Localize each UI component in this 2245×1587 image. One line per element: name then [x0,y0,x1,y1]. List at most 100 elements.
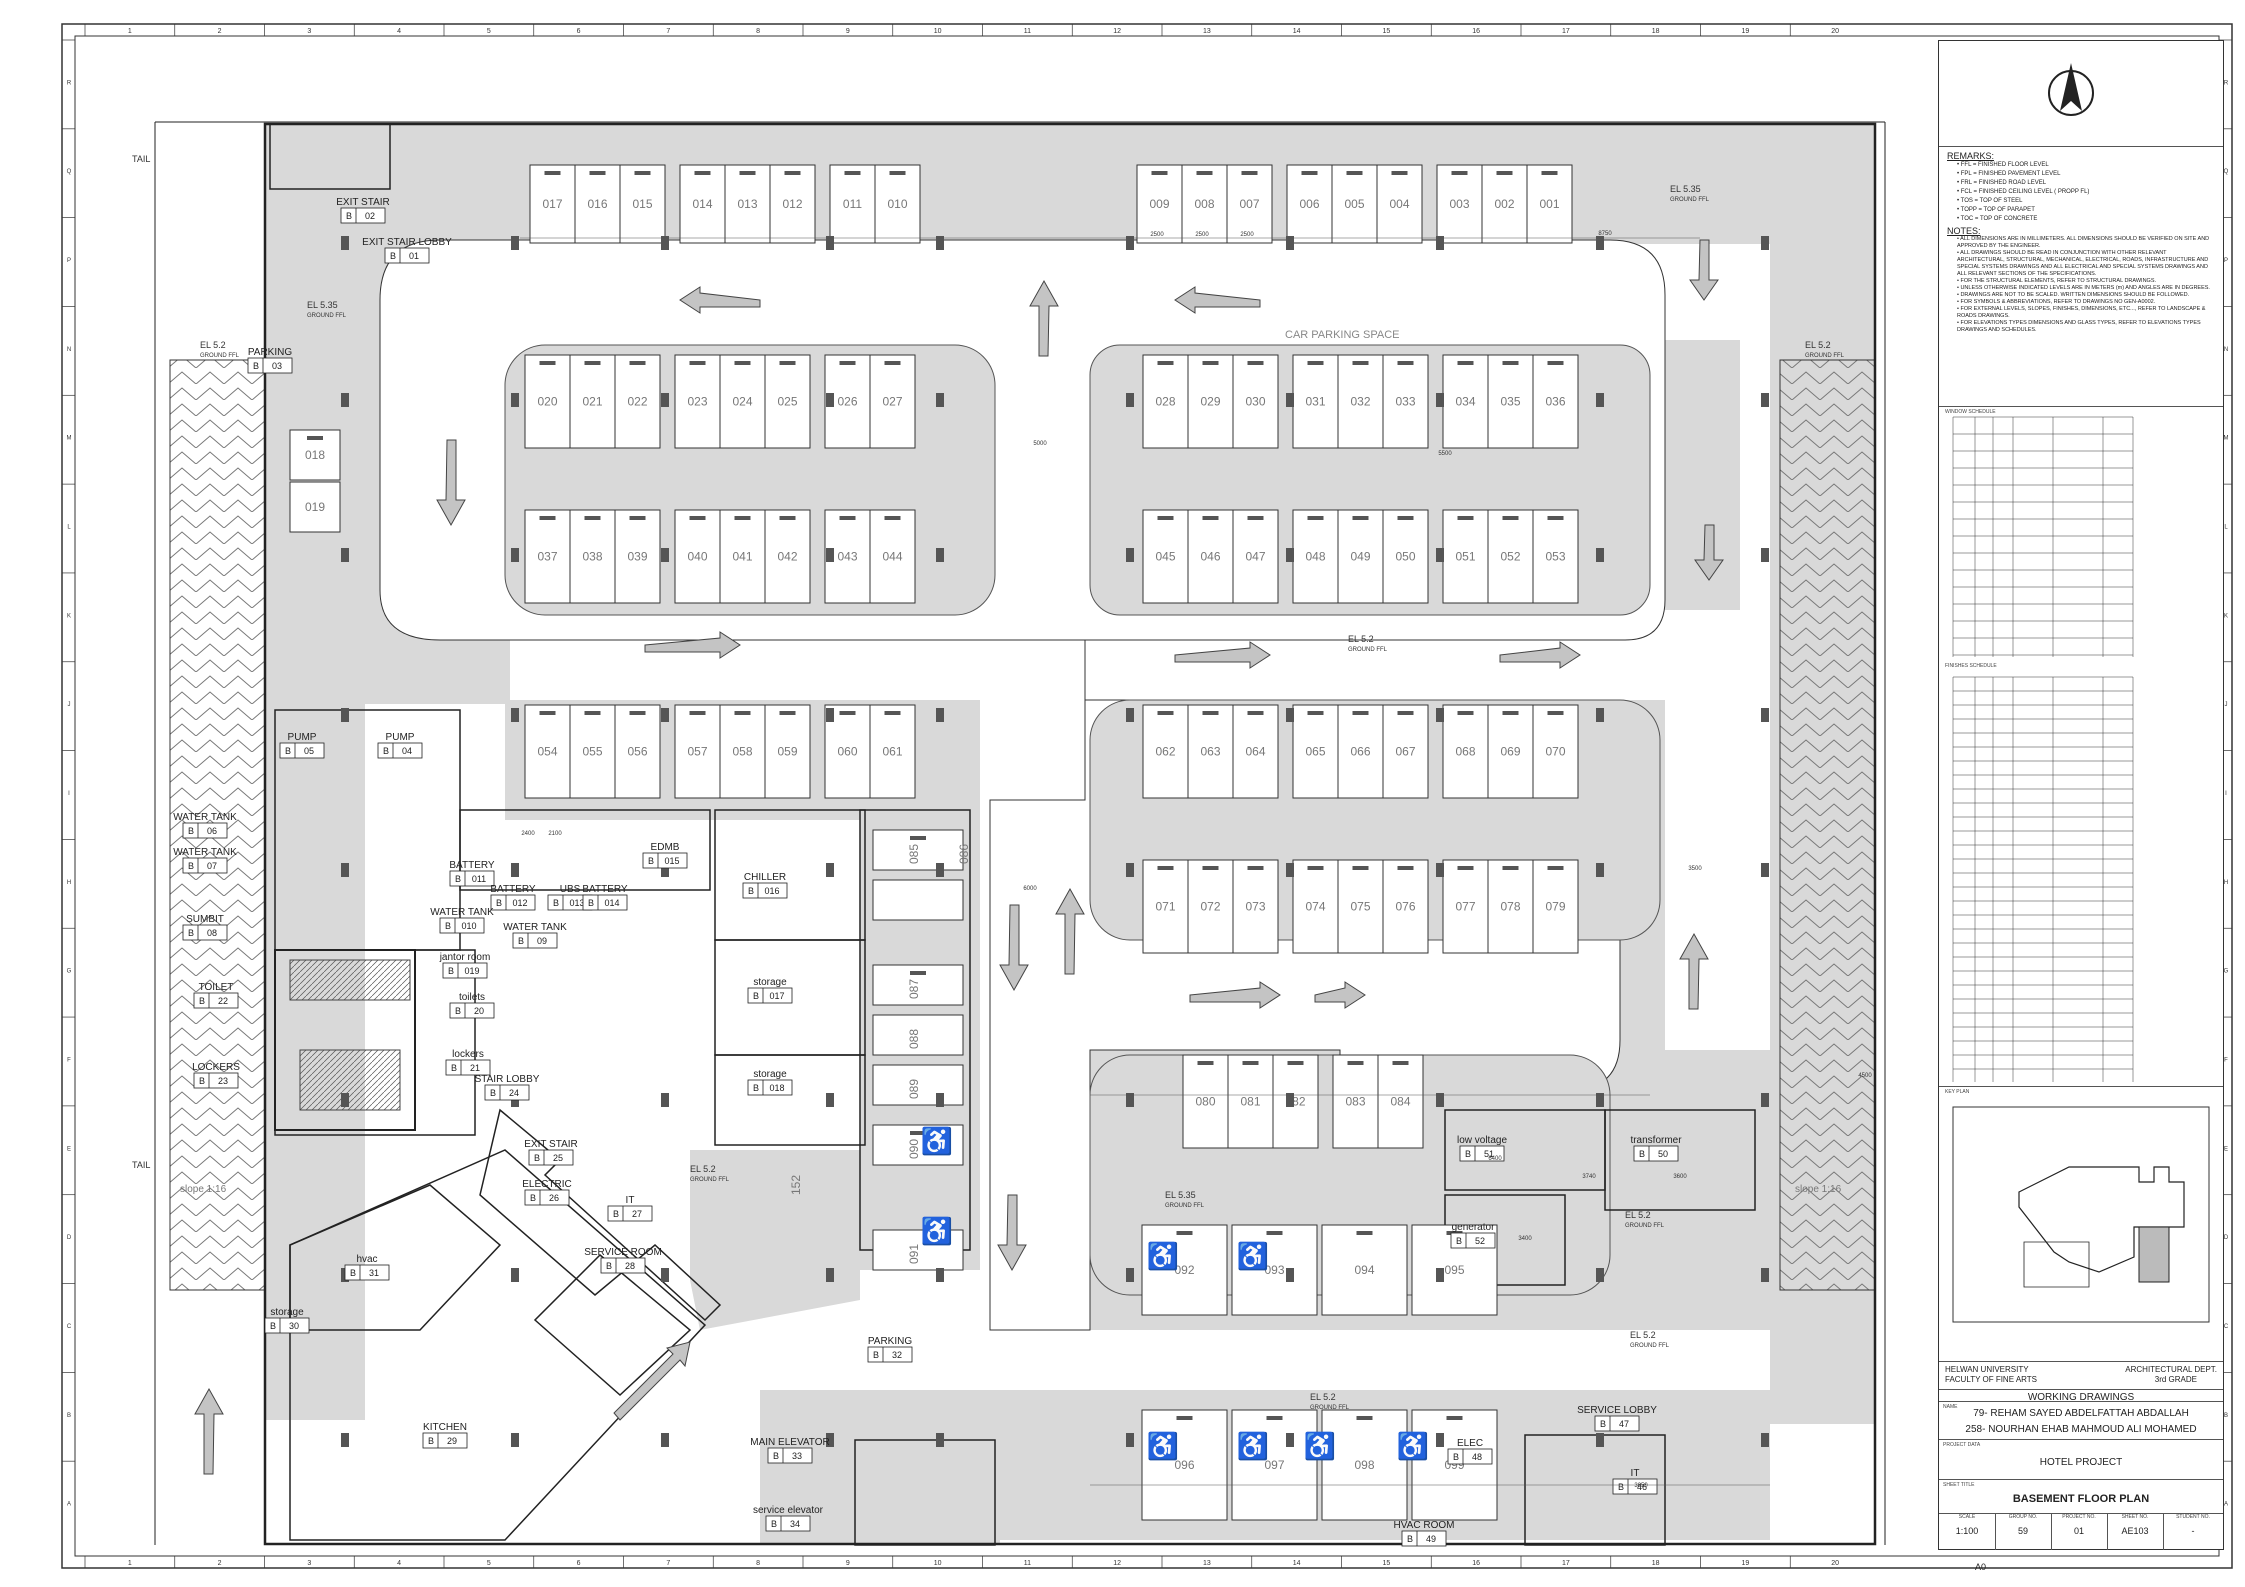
room-name: WATER TANK [173,812,237,823]
room-name: lockers [452,1049,484,1060]
parking-stall: 034 [1442,354,1489,449]
column-label: 17 [1562,28,1570,35]
stall-outline [1487,859,1534,954]
stall-number: 094 [1354,1263,1374,1277]
faculty-name: FACULTY OF FINE ARTS [1945,1375,2038,1384]
stall-number: 054 [537,745,557,759]
university-name: HELWAN UNIVERSITY [1945,1365,2029,1374]
parking-stall: 041 [719,509,766,604]
room-tag [1450,1232,1496,1249]
stall-outline [874,164,921,244]
room-tag [182,924,228,941]
column [1596,1433,1604,1447]
stall-number: 068 [1455,745,1475,759]
column [1761,1433,1769,1447]
parking-stall: 065 [1292,704,1339,799]
room-name: SERVICE LOBBY [1577,1405,1657,1416]
note-item: • DRAWINGS ARE NOT TO BE SCALED. WRITTEN… [1957,292,2190,298]
column-label: 12 [1113,1560,1121,1567]
wheel-stop [1496,171,1513,175]
stall-number: 017 [542,197,562,211]
stall-number: 053 [1545,550,1565,564]
stall-number: 011 [843,197,862,211]
column-label: 12 [1113,28,1121,35]
room-code: B [1618,1482,1624,1492]
group-value: 59 [2017,1526,2028,1536]
room-name: KITCHEN [423,1422,467,1433]
column [661,393,669,407]
column [1286,1268,1294,1282]
row-label: A [67,1502,71,1508]
stall-outline [1382,704,1429,799]
level-label: EL 5.35 [307,300,338,310]
room-tag [1447,1448,1493,1465]
row-label: N [67,347,71,353]
parking-stall: 056 [614,704,661,799]
room-number: 015 [664,856,679,866]
room-name: SERVICE ROOM [584,1247,662,1258]
parking-stall: 070 [1532,704,1579,799]
column [1436,548,1444,562]
stall-outline [764,509,811,604]
parking-stall: 037 [524,509,571,604]
parking-stall: 064 [1232,704,1279,799]
stall-outline [1532,704,1579,799]
parking-stall: 077 [1442,859,1489,954]
stall-outline [524,704,571,799]
north-arrow-panel [1939,41,2223,146]
column [511,1268,519,1282]
wheel-stop [1352,361,1369,365]
row-label: I [68,791,70,797]
wheel-stop [884,516,901,520]
column-label: 6 [577,1560,581,1567]
stall-outline [524,354,571,449]
room-number: 26 [549,1193,559,1203]
wheel-stop [629,516,646,520]
room-number: 48 [1472,1452,1482,1462]
stall-number: 095 [1444,1263,1464,1277]
stall-outline [1292,354,1339,449]
stall-number: 081 [1240,1095,1260,1109]
column-label: 10 [934,28,942,35]
parking-stall: 079 [1532,859,1579,954]
wheel-stop [1266,1231,1283,1235]
stall-number: 075 [1350,900,1370,914]
column-label: 8 [756,1560,760,1567]
parking-stall: 006 [1286,164,1333,244]
row-label: C [2224,1324,2229,1330]
row-label: L [67,525,71,531]
room-name: IT [1631,1468,1640,1479]
stall-number: 050 [1395,550,1415,564]
column [1126,548,1134,562]
parking-stall: 024 [719,354,766,449]
stall-number: 097 [1264,1458,1284,1472]
column-label: 16 [1472,28,1480,35]
room-number: 49 [1426,1534,1436,1544]
stall-outline [1187,354,1234,449]
wheel-stop [1502,866,1519,870]
room-tag [642,852,688,869]
column [936,1433,944,1447]
room-code: B [1453,1452,1459,1462]
stall-outline [872,1064,964,1106]
column [826,1093,834,1107]
column [511,548,519,562]
dimension-value: 8750 [1598,231,1612,237]
row-label: A [2224,1502,2228,1508]
room-code: B [383,746,389,756]
row-label: N [2224,347,2228,353]
room-name: EXIT STAIR [524,1139,578,1150]
room-number: 21 [470,1063,480,1073]
title-block: REMARKS: • FFL = FINISHED FLOOR LEVEL• F… [1938,40,2224,1550]
wheel-stop [1266,1416,1283,1420]
svg-text:♿: ♿ [1397,1431,1429,1461]
room-code: B [199,1076,205,1086]
stall-outline [1231,1224,1318,1316]
stall-outline [1337,859,1384,954]
room-code: B [428,1436,434,1446]
